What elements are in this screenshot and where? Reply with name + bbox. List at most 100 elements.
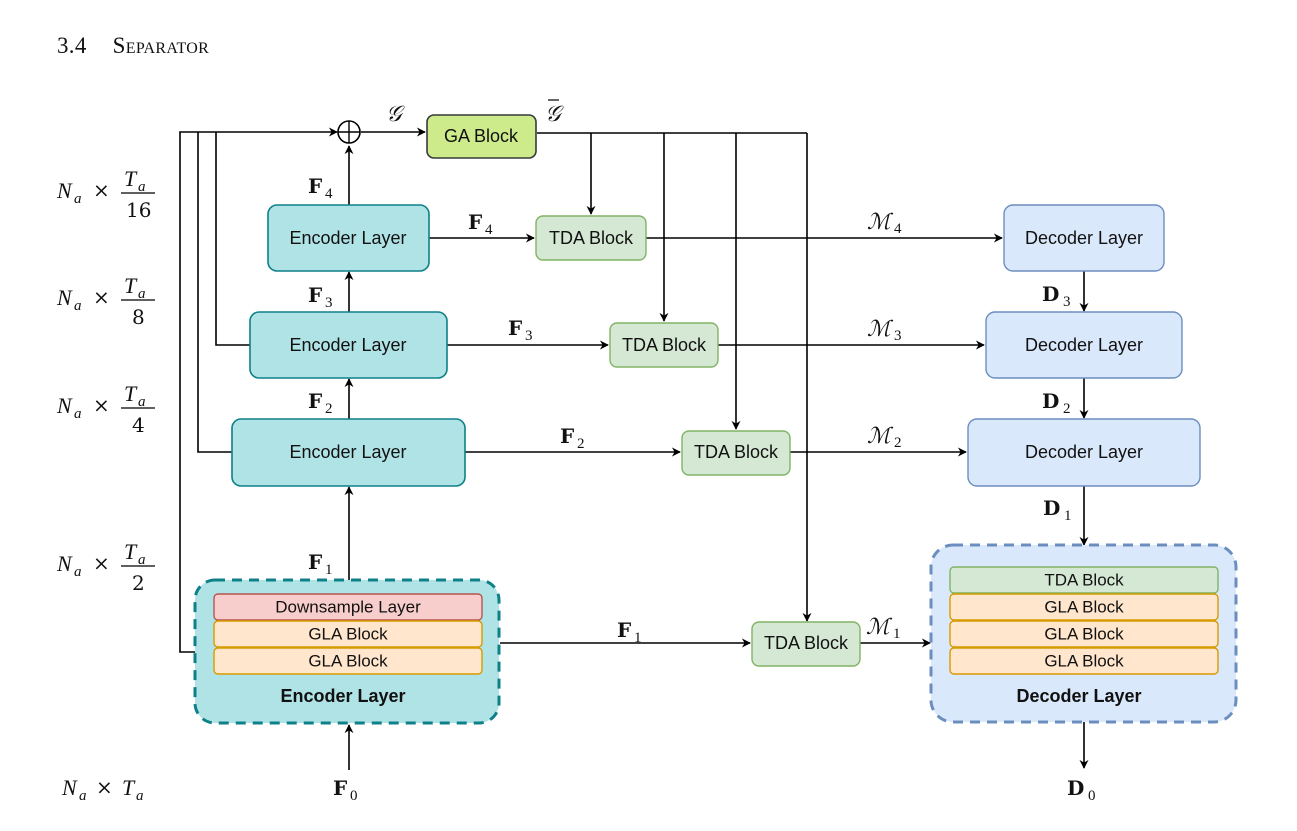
decoder-layer-4: Decoder Layer (1003, 204, 1165, 272)
dim-label-1: N a × T a (61, 775, 144, 804)
svg-text:3: 3 (1063, 294, 1071, 310)
tda-block-2: TDA Block (681, 430, 791, 476)
section-number: 3.4 (57, 33, 87, 58)
skip-wire-enc3 (215, 132, 250, 346)
svg-text:Encoder Layer: Encoder Layer (289, 442, 406, 462)
svg-text:Encoder Layer: Encoder Layer (289, 228, 406, 248)
svg-text:4: 4 (894, 221, 902, 237)
svg-text:0: 0 (350, 788, 358, 804)
svg-text:T: T (124, 166, 138, 191)
label-g: 𝒢 (386, 101, 405, 126)
downsample-layer-row: Downsample Layer (213, 593, 483, 621)
svg-text:4: 4 (132, 413, 145, 437)
svg-text:ℳ: ℳ (867, 316, 894, 341)
svg-text:TDA Block: TDA Block (622, 335, 707, 355)
svg-text:×: × (93, 393, 110, 417)
svg-text:F: F (333, 776, 347, 800)
svg-text:a: a (138, 179, 146, 195)
svg-text:×: × (93, 178, 110, 202)
svg-text:3: 3 (525, 328, 533, 344)
decoder-detail-title: Decoder Layer (1016, 686, 1141, 706)
svg-text:D: D (1042, 282, 1059, 306)
svg-text:×: × (96, 775, 113, 799)
svg-text:2: 2 (132, 571, 145, 595)
svg-text:N: N (56, 178, 73, 203)
svg-text:T: T (124, 539, 138, 564)
gla-block-row: GLA Block (213, 620, 483, 648)
svg-text:GLA Block: GLA Block (308, 652, 388, 671)
svg-text:TDA Block: TDA Block (694, 442, 779, 462)
dim-label-2: N a × T a 2 (56, 539, 155, 595)
svg-text:1: 1 (634, 630, 642, 646)
dim-label-4: N a × T a 4 (56, 381, 155, 437)
encoder-layer-2: Encoder Layer (231, 418, 466, 487)
svg-text:GLA Block: GLA Block (1044, 625, 1124, 644)
svg-text:F: F (308, 283, 322, 307)
skip-wire-enc1 (179, 127, 338, 653)
svg-text:ℳ: ℳ (867, 209, 894, 234)
svg-text:a: a (138, 394, 146, 410)
svg-text:ℳ: ℳ (866, 614, 893, 639)
svg-text:a: a (74, 406, 82, 422)
svg-text:F: F (468, 210, 482, 234)
tda-block-3: TDA Block (609, 322, 719, 368)
svg-text:D: D (1043, 496, 1060, 520)
svg-text:N: N (56, 551, 73, 576)
svg-text:F: F (508, 316, 522, 340)
label-g-bar: 𝒢 (545, 101, 564, 126)
svg-text:8: 8 (132, 305, 145, 329)
svg-text:2: 2 (577, 436, 585, 452)
svg-text:T: T (124, 273, 138, 298)
gla-block-row: GLA Block (949, 647, 1219, 675)
svg-text:GA Block: GA Block (444, 126, 519, 146)
svg-text:3: 3 (325, 295, 333, 311)
svg-text:a: a (79, 788, 87, 804)
svg-text:F: F (617, 618, 631, 642)
svg-text:Decoder Layer: Decoder Layer (1025, 442, 1143, 462)
svg-text:D: D (1067, 776, 1084, 800)
tda-block-row: TDA Block (949, 566, 1219, 594)
svg-text:F: F (308, 174, 322, 198)
svg-text:Decoder Layer: Decoder Layer (1025, 228, 1143, 248)
decoder-layer-2: Decoder Layer (967, 418, 1201, 487)
svg-text:a: a (138, 552, 146, 568)
svg-text:Decoder Layer: Decoder Layer (1025, 335, 1143, 355)
sum-node (337, 120, 361, 144)
svg-text:a: a (136, 788, 144, 804)
svg-text:1: 1 (893, 626, 901, 642)
dim-label-8: N a × T a 8 (56, 273, 155, 329)
dim-label-16: N a × T a 16 (56, 166, 155, 222)
svg-text:TDA Block: TDA Block (1044, 571, 1124, 590)
svg-text:GLA Block: GLA Block (1044, 652, 1124, 671)
svg-text:F: F (308, 389, 322, 413)
svg-text:ℳ: ℳ (867, 423, 894, 448)
svg-text:a: a (138, 286, 146, 302)
svg-text:3: 3 (894, 328, 902, 344)
svg-text:a: a (74, 298, 82, 314)
svg-text:2: 2 (894, 435, 902, 451)
encoder-layer-detail: Downsample Layer GLA Block GLA Block Enc… (193, 578, 501, 725)
svg-text:TDA Block: TDA Block (549, 228, 634, 248)
svg-text:16: 16 (126, 198, 151, 222)
gla-block-row: GLA Block (949, 593, 1219, 621)
svg-text:TDA Block: TDA Block (764, 633, 849, 653)
svg-text:2: 2 (325, 401, 333, 417)
tda-block-4: TDA Block (535, 215, 647, 261)
